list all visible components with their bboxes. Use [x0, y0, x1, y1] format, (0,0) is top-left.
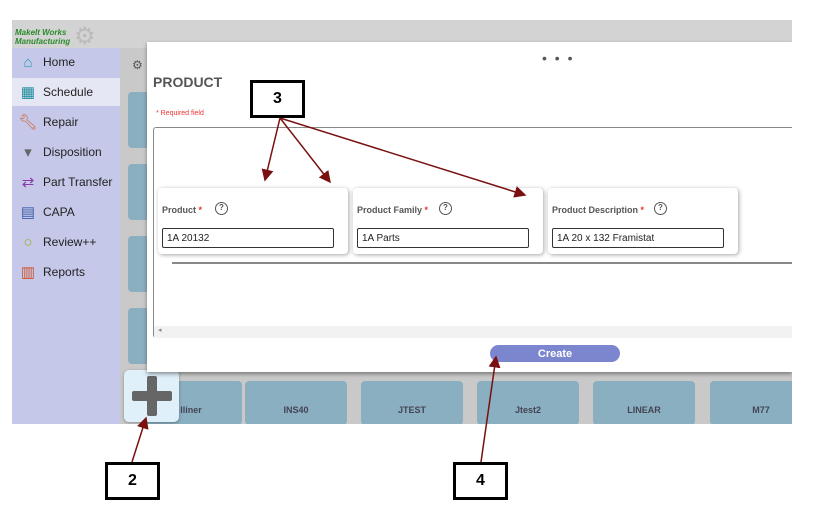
arrow	[279, 117, 527, 198]
product-form-panel: Product * ? Product Family * ? Product D…	[153, 127, 792, 338]
product-description-field-card: Product Description * ?	[548, 188, 738, 254]
home-icon: ⌂	[23, 53, 33, 71]
product-input[interactable]	[162, 228, 334, 248]
arrow	[279, 117, 331, 184]
arrow	[131, 416, 149, 463]
product-family-field-card: Product Family * ?	[353, 188, 543, 254]
sidebar-item-capa[interactable]: ▤CAPA	[12, 198, 120, 226]
sidebar-item-home[interactable]: ⌂Home	[12, 48, 120, 76]
schedule-tile[interactable]	[128, 236, 150, 292]
sidebar-item-reports[interactable]: ▥Reports	[12, 258, 120, 286]
sidebar-item-schedule[interactable]: ▦Schedule	[12, 78, 120, 106]
product-field-card: Product * ?	[158, 188, 348, 254]
settings-gear-icon[interactable]: ⚙	[132, 58, 143, 72]
sidebar-item-part-transfer[interactable]: ⇄Part Transfer	[12, 168, 120, 196]
product-family-input[interactable]	[357, 228, 529, 248]
sidebar-item-repair[interactable]: 🔧︎Repair	[18, 114, 79, 131]
field-label: Product	[162, 205, 197, 215]
arrow	[480, 355, 501, 463]
create-button[interactable]: Create	[490, 345, 620, 362]
modal-title: PRODUCT	[153, 74, 223, 90]
bottom-tile[interactable]: LINEAR	[593, 381, 695, 424]
wrench-icon: 🔧︎	[18, 114, 38, 131]
sidebar-item-disposition[interactable]: ▾Disposition	[12, 138, 120, 166]
more-menu-icon[interactable]: • • •	[542, 50, 575, 66]
callout-4: 4	[453, 462, 508, 500]
help-icon[interactable]: ?	[439, 202, 452, 215]
transfer-arrows-icon: ⇄	[21, 174, 35, 191]
gear-logo-icon: ⚙	[74, 23, 96, 50]
product-description-input[interactable]	[552, 228, 724, 248]
schedule-tile[interactable]	[128, 308, 150, 364]
add-button[interactable]	[124, 370, 179, 422]
bottom-tile[interactable]: M77	[710, 381, 792, 424]
clipboard-icon: ▤	[20, 204, 36, 221]
required-note: * Required field	[156, 110, 204, 117]
horizontal-scrollbar[interactable]: ◂	[154, 326, 792, 338]
bin-icon: ▾	[24, 144, 32, 161]
bottom-tile[interactable]: JTEST	[361, 381, 463, 424]
help-icon[interactable]: ?	[215, 202, 228, 215]
bottom-tile[interactable]: INS40	[245, 381, 347, 424]
divider	[172, 262, 792, 264]
arrow	[261, 117, 281, 182]
bottom-tile[interactable]: Jtest2	[477, 381, 579, 424]
schedule-tile[interactable]	[128, 92, 150, 148]
callout-2: 2	[105, 462, 160, 500]
calendar-icon: ▦	[20, 84, 36, 101]
help-icon[interactable]: ?	[654, 202, 667, 215]
field-label: Product Description	[552, 205, 639, 215]
bar-chart-icon: ▥	[20, 264, 36, 281]
field-label: Product Family	[357, 205, 423, 215]
schedule-tile[interactable]	[128, 164, 150, 220]
product-modal: • • • PRODUCT * Required field Product *…	[147, 42, 792, 372]
callout-3: 3	[250, 80, 305, 118]
sidebar-item-review[interactable]: ○Review++	[12, 228, 120, 256]
magnifier-icon: ○	[23, 233, 33, 251]
sidebar: ⌂Home ▦Schedule 🔧︎Repair ▾Disposition ⇄P…	[12, 48, 120, 424]
